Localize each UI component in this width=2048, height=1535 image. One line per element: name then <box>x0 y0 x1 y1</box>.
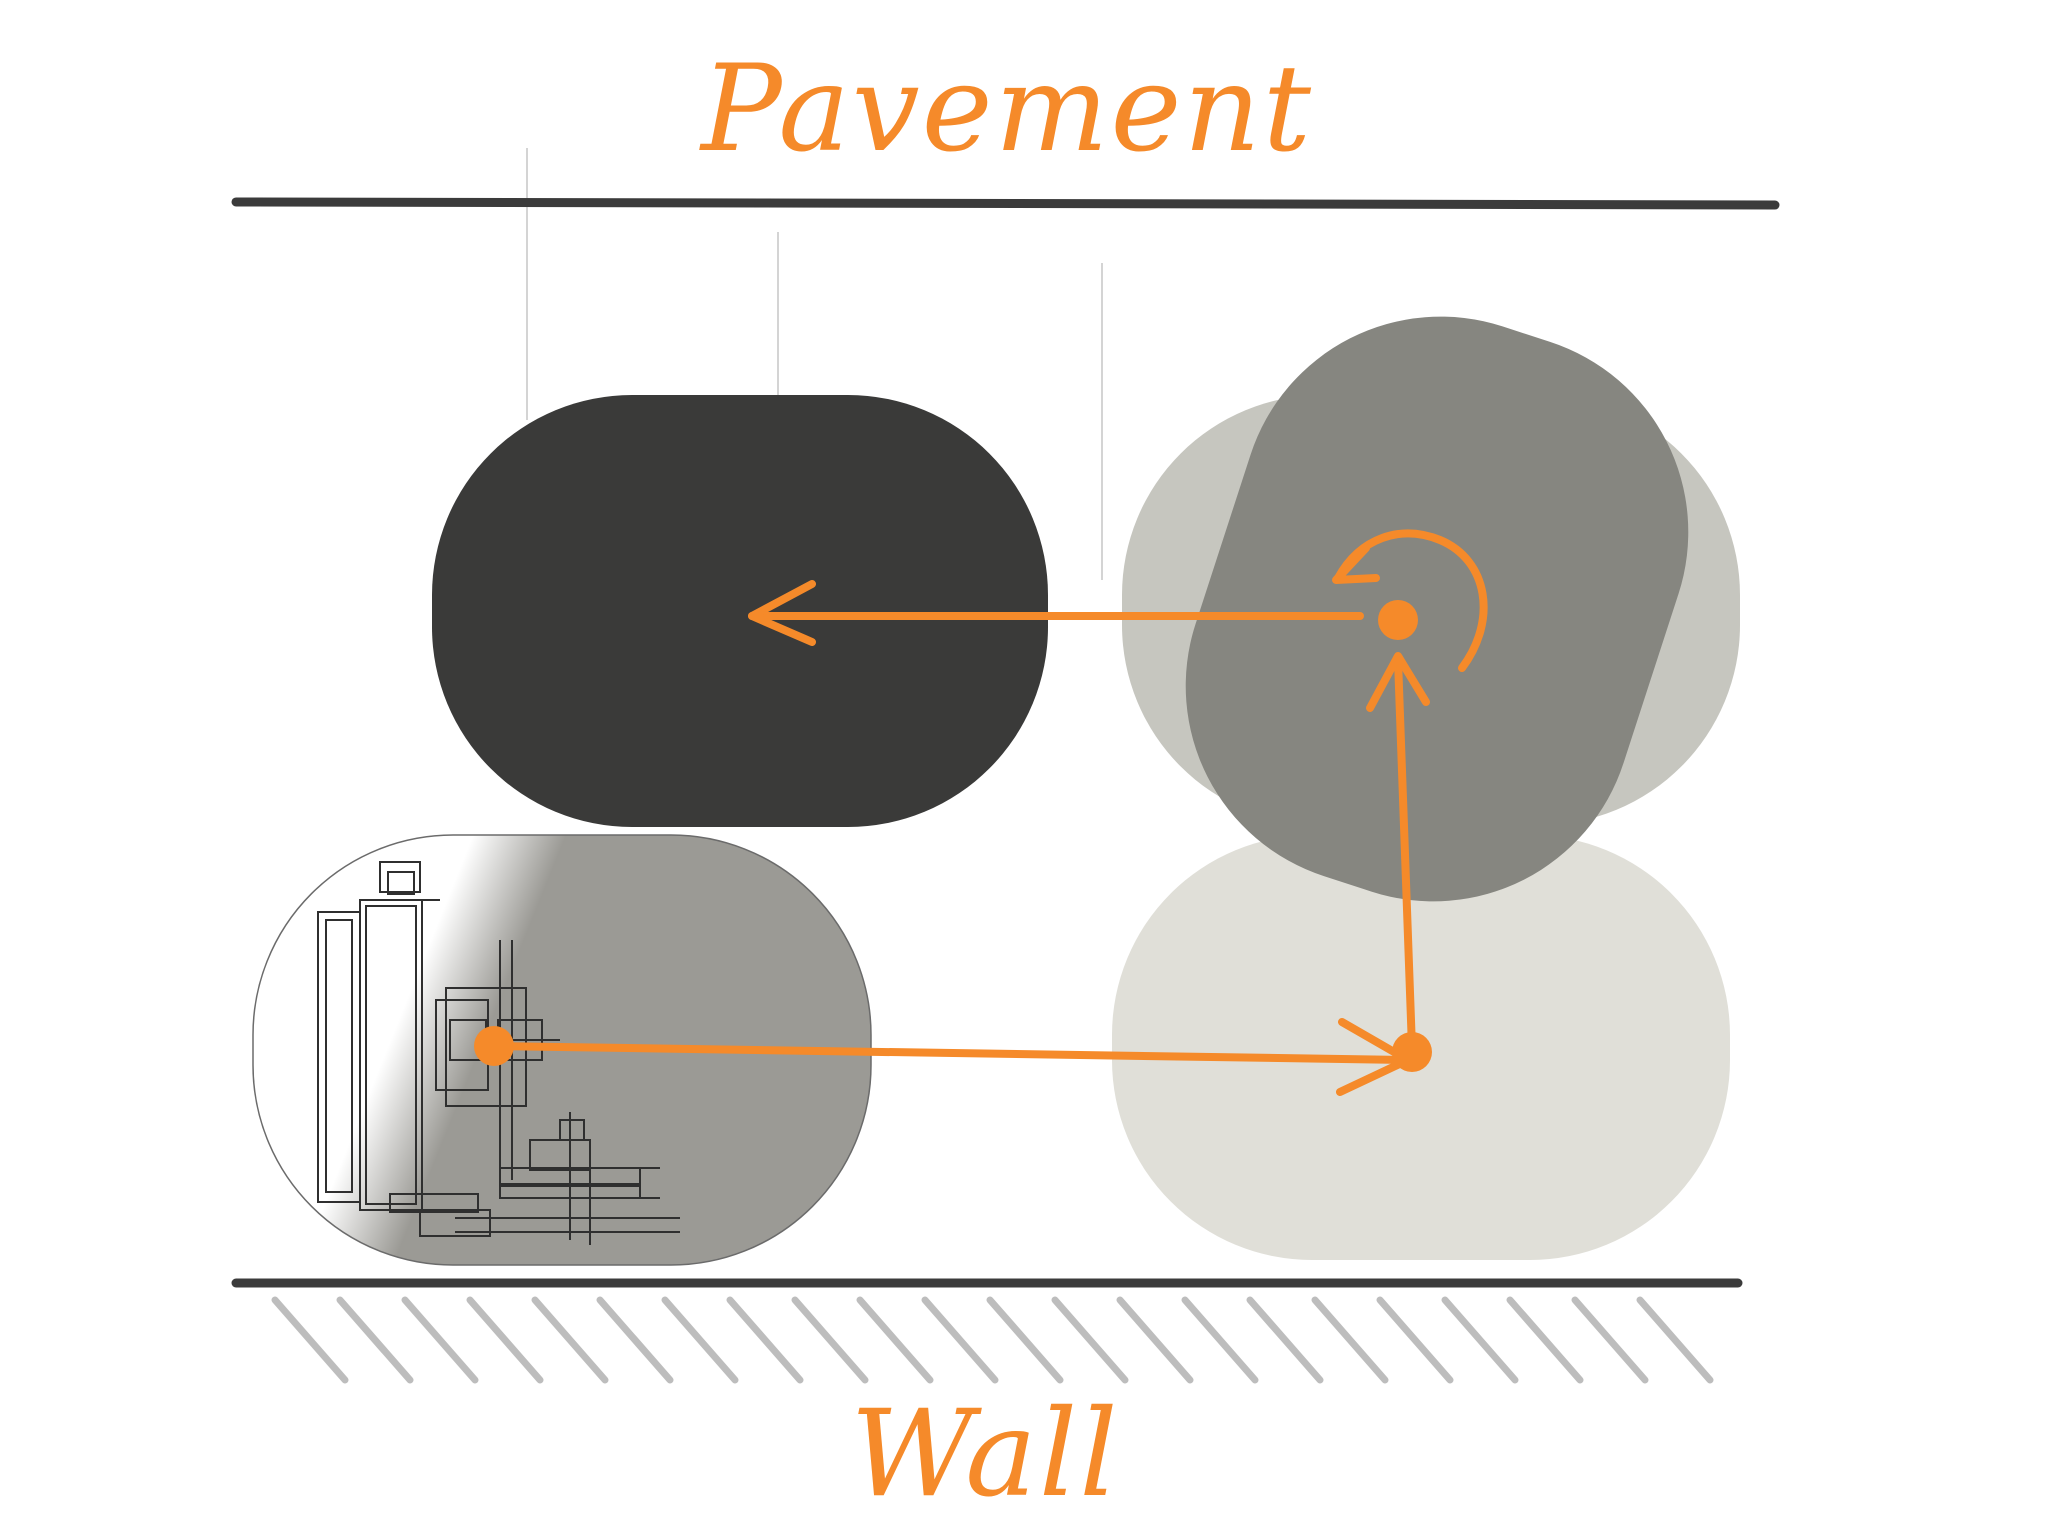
move-up-arrow <box>1394 656 1416 1052</box>
intermediate-point <box>1392 1032 1432 1072</box>
motion-path <box>490 529 1488 1096</box>
move-left-arrowhead <box>748 580 816 646</box>
start-point <box>474 1026 514 1066</box>
rotation-point <box>1378 600 1418 640</box>
rotated-car <box>1185 316 1689 902</box>
target-car <box>432 395 1048 827</box>
rotation-arrowhead <box>1332 544 1380 584</box>
pavement-line <box>231 197 1780 210</box>
wall-label: Wall <box>850 1385 1119 1524</box>
pavement-label: Pavement <box>699 40 1313 179</box>
move-right-arrow <box>490 1042 1412 1064</box>
wall-hatching <box>271 1296 1714 1384</box>
construction-lines <box>526 148 1103 580</box>
move-up-arrowhead <box>1366 652 1430 712</box>
